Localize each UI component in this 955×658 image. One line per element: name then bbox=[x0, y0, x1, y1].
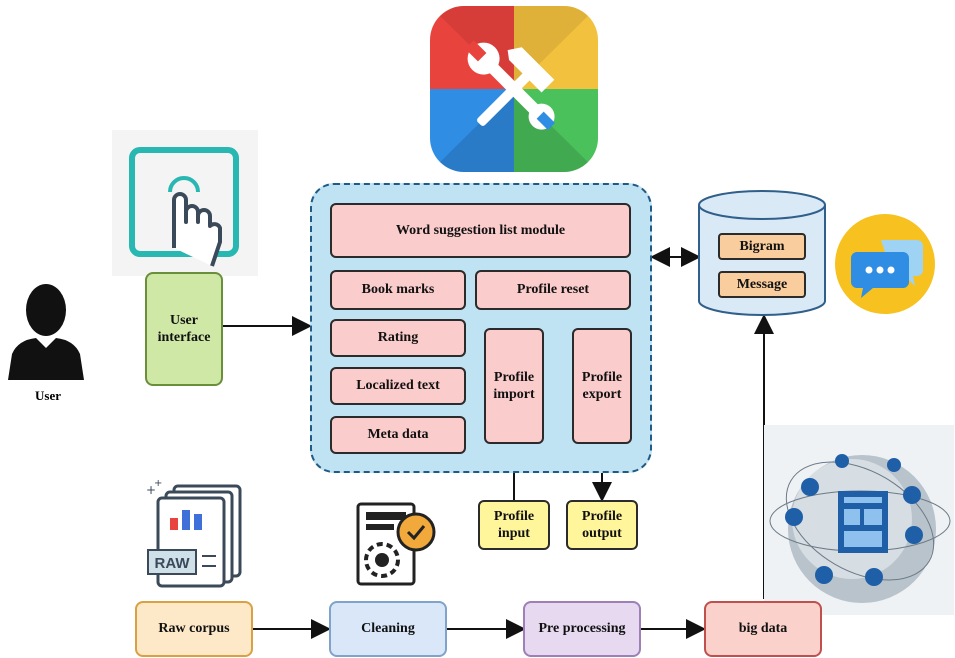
tools-app-icon bbox=[430, 6, 598, 172]
pre-processing-box[interactable]: Pre processing bbox=[523, 601, 641, 657]
meta-data-box[interactable]: Meta data bbox=[330, 416, 466, 454]
rating-box[interactable]: Rating bbox=[330, 319, 466, 357]
user-label: User bbox=[35, 388, 61, 403]
localized-text-box[interactable]: Localized text bbox=[330, 367, 466, 405]
touch-hand-icon bbox=[112, 130, 258, 276]
big-data-box[interactable]: big data bbox=[704, 601, 822, 657]
profile-reset-box[interactable]: Profile reset bbox=[475, 270, 631, 310]
raw-document-icon: RAW + + bbox=[144, 480, 246, 588]
svg-text:+: + bbox=[146, 483, 156, 497]
word-suggestion-list-box[interactable]: Word suggestion list module bbox=[330, 203, 631, 258]
gear-check-icon bbox=[352, 500, 438, 590]
profile-import-box[interactable]: Profile import bbox=[484, 328, 544, 444]
raw-corpus-box[interactable]: Raw corpus bbox=[135, 601, 253, 657]
raw-icon-text: RAW bbox=[155, 555, 191, 572]
profile-export-box[interactable]: Profile export bbox=[572, 328, 632, 444]
cleaning-box[interactable]: Cleaning bbox=[329, 601, 447, 657]
user-interface-box[interactable]: User interface bbox=[145, 272, 223, 386]
book-marks-box[interactable]: Book marks bbox=[330, 270, 466, 310]
global-network-icon bbox=[764, 425, 954, 615]
svg-text:+: + bbox=[154, 480, 162, 489]
user-silhouette-icon bbox=[8, 280, 84, 380]
message-box[interactable]: Message bbox=[718, 271, 806, 298]
bigram-box[interactable]: Bigram bbox=[718, 233, 806, 260]
profile-input-box[interactable]: Profile input bbox=[478, 500, 550, 550]
profile-output-box[interactable]: Profile output bbox=[566, 500, 638, 550]
chat-bubble-icon bbox=[833, 212, 937, 316]
